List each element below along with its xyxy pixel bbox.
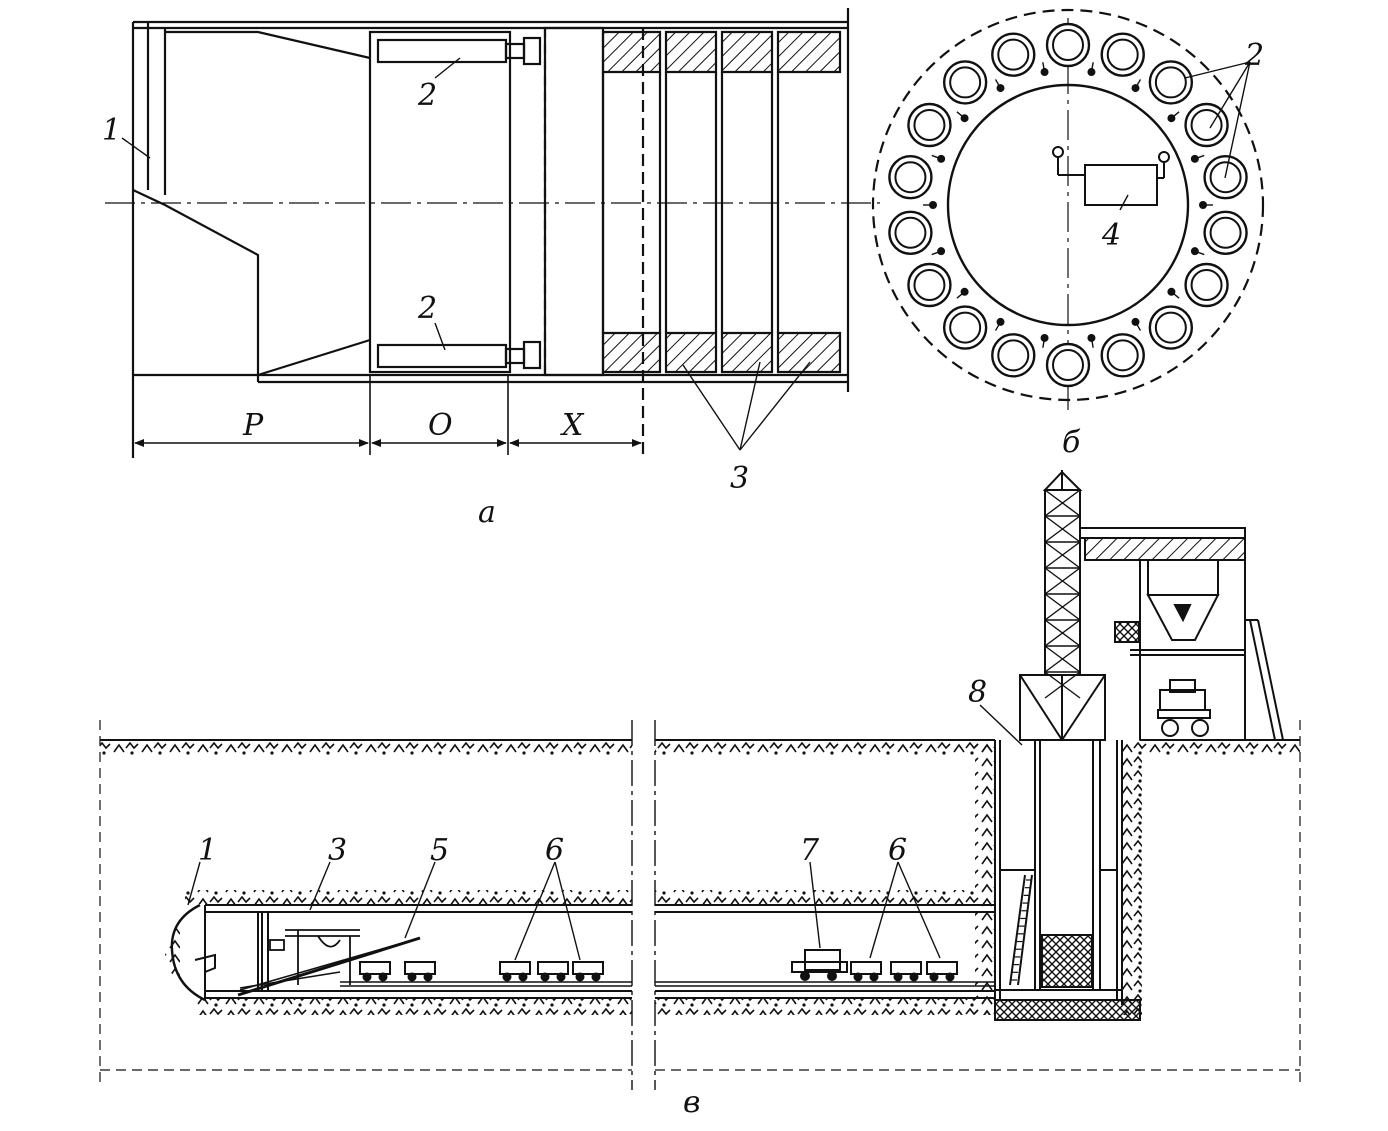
label-c-shield: 1 <box>198 833 217 868</box>
ground-surface <box>100 739 1300 755</box>
jack-unit <box>888 155 933 200</box>
label-jack-bottom: 2 <box>417 291 437 326</box>
jack-bottom <box>376 340 542 370</box>
lining-rings <box>601 28 842 458</box>
jack-unit <box>1100 32 1145 77</box>
jack-unit <box>991 32 1036 77</box>
muck-car <box>537 961 569 982</box>
label-leaders-c <box>187 704 1023 961</box>
panel-a-labels: 1 2 2 3 P O X a <box>102 78 749 530</box>
dim-o: O <box>428 408 453 443</box>
label-c-lining: 3 <box>328 833 347 868</box>
jack-ring <box>888 22 1248 388</box>
jack-unit <box>1045 342 1091 388</box>
panel-b-cross-section <box>871 8 1265 410</box>
lattice-brace <box>1044 541 1081 569</box>
muck-car <box>499 961 531 982</box>
jack-unit <box>1184 102 1229 148</box>
pump-unit <box>1052 146 1170 206</box>
jack-unit <box>1100 333 1145 378</box>
muck-car <box>890 961 922 982</box>
muck-car <box>850 961 882 982</box>
jack-top <box>376 36 542 66</box>
tunnel-shield <box>165 903 269 1002</box>
panel-c-tunnel-overview <box>99 470 1301 1090</box>
jack-unit <box>907 262 952 308</box>
label-jack-top: 2 <box>417 78 437 113</box>
lattice-brace <box>1044 619 1081 647</box>
panel-b-labels: 2 4 б <box>1062 38 1264 460</box>
caption-c: в <box>683 1085 700 1120</box>
batching-plant <box>1079 527 1284 741</box>
dim-p: P <box>242 408 264 443</box>
label-leaders-a <box>121 57 811 451</box>
muck-car <box>404 961 436 982</box>
jack-unit <box>1203 210 1248 255</box>
jack-unit <box>1148 60 1194 105</box>
inner-diaphragm <box>946 83 1190 327</box>
label-lining: 3 <box>730 461 749 496</box>
shield-body <box>131 8 850 458</box>
locomotive <box>791 949 848 981</box>
jack-unit <box>1184 262 1229 308</box>
label-c-cars-right: 6 <box>888 833 907 868</box>
label-c-locomotive: 7 <box>800 833 820 868</box>
panel-c-labels: 1 3 5 6 7 6 8 в <box>198 675 987 1120</box>
headframe-tower <box>1019 470 1106 741</box>
label-c-cars-left: 6 <box>545 833 564 868</box>
label-shield: 1 <box>102 113 121 148</box>
jack-unit <box>942 305 988 350</box>
tunnel-bore <box>185 890 995 1015</box>
label-c-conveyor: 5 <box>430 833 449 868</box>
muck-car <box>926 961 958 982</box>
panel-a-longitudinal-section <box>105 8 880 458</box>
lattice-brace <box>1044 489 1081 517</box>
lattice-brace <box>1044 645 1081 673</box>
lattice-brace <box>1044 593 1081 621</box>
jack-unit <box>888 210 933 255</box>
jack-unit <box>942 60 988 105</box>
label-pump: 4 <box>1101 218 1121 253</box>
jack-unit <box>1045 22 1091 68</box>
caption-a: a <box>478 495 496 530</box>
muck-car <box>359 961 391 982</box>
lattice-brace <box>1044 567 1081 595</box>
caption-b: б <box>1062 425 1081 460</box>
access-shaft <box>975 740 1142 1021</box>
label-c-shaft: 8 <box>968 675 987 710</box>
conveyor <box>237 936 421 997</box>
dim-x: X <box>560 408 585 443</box>
label-jacks: 2 <box>1244 38 1264 73</box>
jack-unit <box>991 333 1036 378</box>
jack-unit <box>907 102 952 148</box>
muck-car <box>572 961 604 982</box>
jack-unit <box>1148 305 1194 350</box>
wagon-train <box>359 961 958 982</box>
label-leaders-b <box>1119 61 1251 211</box>
outer-contour <box>871 8 1265 402</box>
lattice-brace <box>1044 515 1081 543</box>
dimension-line <box>134 375 642 455</box>
